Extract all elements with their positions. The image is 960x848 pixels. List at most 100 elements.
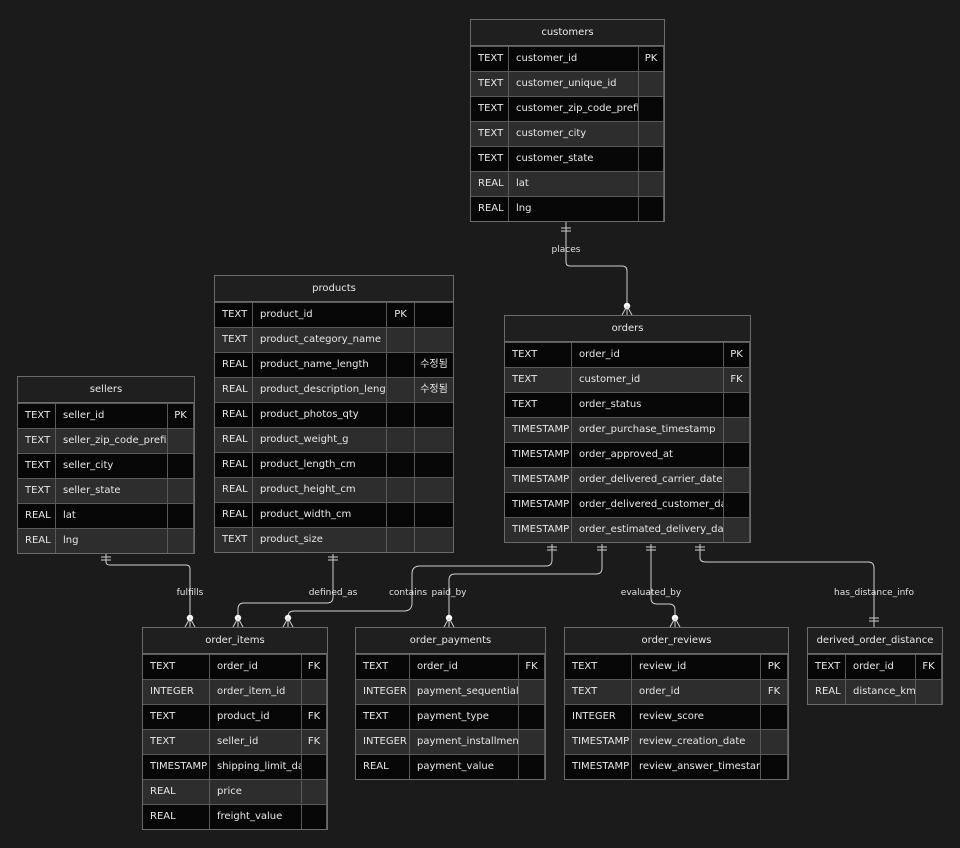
column-key — [387, 403, 415, 427]
column-key — [519, 755, 545, 779]
column-name: seller_zip_code_prefix — [56, 429, 168, 453]
column-note — [415, 303, 453, 327]
column-type: REAL — [215, 428, 253, 452]
column-note — [415, 403, 453, 427]
many-marker — [443, 616, 455, 628]
column-type: TEXT — [356, 655, 410, 679]
column-key — [639, 147, 664, 171]
column-type: REAL — [215, 378, 253, 402]
column-key — [387, 353, 415, 377]
column-key — [519, 705, 545, 729]
column-name: order_purchase_timestamp — [572, 418, 724, 442]
column-type: TEXT — [143, 730, 210, 754]
column-key — [639, 97, 664, 121]
column-key: PK — [639, 47, 664, 71]
column-name: seller_city — [56, 454, 168, 478]
column-name: customer_zip_code_prefix — [509, 97, 639, 121]
column-name: order_item_id — [210, 680, 302, 704]
column-note: 수정됨 — [420, 384, 448, 395]
column-type: REAL — [356, 755, 410, 779]
column-name: customer_state — [509, 147, 639, 171]
column-key — [387, 528, 415, 552]
one-marker — [547, 546, 557, 551]
column-name: order_id — [572, 343, 724, 367]
column-key — [387, 428, 415, 452]
many-marker — [232, 616, 244, 628]
column-type: TIMESTAMP — [565, 730, 632, 754]
column-name: payment_type — [410, 705, 519, 729]
column-type: TEXT — [471, 97, 509, 121]
many-marker — [669, 616, 681, 628]
column-note — [415, 528, 453, 552]
column-key: FK — [302, 655, 327, 679]
column-key — [724, 493, 750, 517]
column-name: review_score — [632, 705, 761, 729]
column-type: TEXT — [471, 47, 509, 71]
column-name: order_id — [632, 680, 761, 704]
column-type: TEXT — [143, 705, 210, 729]
column-key: FK — [761, 680, 788, 704]
column-key — [519, 680, 545, 704]
column-key — [168, 429, 194, 453]
one-marker — [561, 227, 571, 232]
column-type: TEXT — [565, 680, 632, 704]
entity-title: products — [215, 276, 453, 302]
entity-title: derived_order_distance — [808, 628, 942, 654]
relationship-line-paid-by — [448, 544, 603, 618]
column-key — [761, 730, 788, 754]
column-name: price — [210, 780, 302, 804]
column-name: product_length_cm — [253, 453, 387, 477]
column-name: customer_id — [509, 47, 639, 71]
column-key — [387, 378, 415, 402]
column-name: product_height_cm — [253, 478, 387, 502]
column-key — [724, 443, 750, 467]
relationship-label: evaluated_by — [621, 588, 682, 598]
column-key — [387, 478, 415, 502]
column-key — [302, 680, 327, 704]
column-key — [761, 755, 788, 779]
column-type: TIMESTAMP — [565, 755, 632, 779]
column-name: product_id — [253, 303, 387, 327]
column-key — [639, 197, 664, 221]
column-name: customer_id — [572, 368, 724, 392]
column-name: order_id — [846, 655, 916, 679]
column-type: TEXT — [471, 122, 509, 146]
column-name: customer_unique_id — [509, 72, 639, 96]
column-key — [724, 393, 750, 417]
column-key — [724, 468, 750, 492]
column-note — [415, 428, 453, 452]
column-key — [168, 479, 194, 503]
column-name: payment_value — [410, 755, 519, 779]
column-type: TEXT — [505, 343, 572, 367]
column-type: TEXT — [18, 479, 56, 503]
column-type: TEXT — [18, 429, 56, 453]
column-key — [168, 504, 194, 528]
column-type: TEXT — [471, 72, 509, 96]
